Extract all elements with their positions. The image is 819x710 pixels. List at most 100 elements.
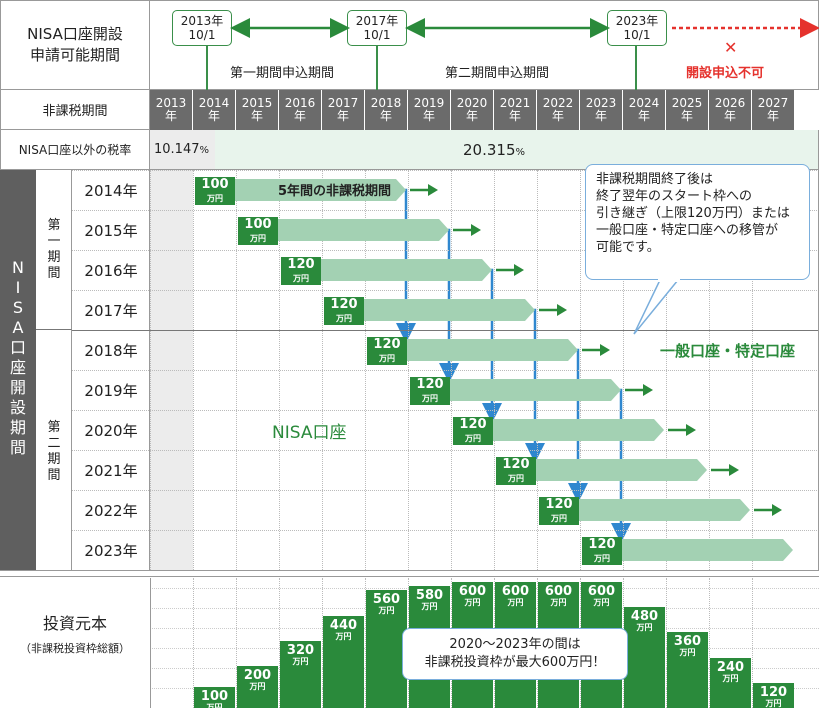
year-header-2019年: 2019 年 xyxy=(408,90,451,130)
amount-unit: 万円 xyxy=(594,554,610,563)
amount-unit: 万円 xyxy=(551,514,567,523)
invest-bar-unit: 万円 xyxy=(507,598,524,607)
investment-label: 投資元本 （非課税投資枠総額） xyxy=(0,610,150,656)
invest-grid-vline xyxy=(279,578,280,708)
grid-hline xyxy=(72,170,819,171)
grid-hline xyxy=(72,290,819,291)
tax-rate-2-value: 20.315 xyxy=(463,141,516,159)
grid-hline xyxy=(72,410,819,411)
marker-line-2013 xyxy=(206,46,208,90)
not-allowed-x-icon: ✕ xyxy=(724,38,738,57)
tax-exempt-ribbon xyxy=(407,339,578,361)
invest-bar-value: 240 xyxy=(716,659,745,675)
transfer-green-arrow xyxy=(582,344,610,356)
year-header-2015年: 2015 年 xyxy=(236,90,279,130)
invest-bar-unit: 万円 xyxy=(421,602,438,612)
amount-unit: 万円 xyxy=(207,194,223,203)
grid-hline xyxy=(72,210,819,211)
tax-exempt-ribbon xyxy=(321,259,492,281)
year-header-2026年: 2026 年 xyxy=(709,90,752,130)
transfer-green-arrow xyxy=(625,384,653,396)
invest-left-border xyxy=(150,578,151,708)
invest-grid-vline xyxy=(193,578,194,708)
invest-grid-vline xyxy=(322,578,323,708)
amount-unit: 万円 xyxy=(508,474,524,483)
row-year-2014年: 2014年 xyxy=(84,181,138,200)
row-year-2022年: 2022年 xyxy=(84,501,138,520)
invest-bar-value: 580 xyxy=(415,588,444,604)
invest-bar-unit: 万円 xyxy=(765,698,782,708)
side-first-text: 第一期間 xyxy=(47,218,61,281)
tax-exempt-ribbon xyxy=(579,499,750,521)
invest-bar-unit: 万円 xyxy=(464,598,481,607)
second-period-label: 第二期間申込期間 xyxy=(445,66,550,81)
five-year-label: 5年間の非課税期間 xyxy=(278,184,392,199)
transfer-green-arrow xyxy=(410,184,438,196)
investment-note: 2020〜2023年の間は 非課税投資枠が最大600万円！ xyxy=(402,628,628,680)
tax-rate-1-unit: % xyxy=(199,145,210,156)
investment-title: 投資元本 xyxy=(42,614,107,633)
grid-bottom-border xyxy=(0,570,819,571)
tax-rate-2-unit: % xyxy=(515,147,526,158)
invest-bar-value: 360 xyxy=(673,634,702,650)
invest-bar-unit: 万円 xyxy=(249,682,266,691)
invest-bar-unit: 万円 xyxy=(550,598,567,607)
tax-exempt-label: 非課税期間 xyxy=(0,90,150,130)
invest-bar-value: 100 xyxy=(200,689,229,704)
invest-bar-value: 560 xyxy=(372,592,401,608)
amount-unit: 万円 xyxy=(379,354,395,363)
year-header-2022年: 2022 年 xyxy=(537,90,580,130)
tax-exempt-ribbon xyxy=(278,219,449,241)
invest-bar-value: 200 xyxy=(243,668,272,683)
invest-grid-vline xyxy=(752,578,753,708)
tax-rate-2: 20.315% xyxy=(463,141,525,159)
tax-rate-1: 10.147% xyxy=(154,142,209,157)
tax-rate-1-value: 10.147 xyxy=(154,142,200,157)
invest-bar-unit: 万円 xyxy=(292,656,309,666)
year-header-2017年: 2017 年 xyxy=(322,90,365,130)
not-allowed-label: 開設申込不可 xyxy=(686,66,765,81)
second-period-side-label: 第二期間 xyxy=(36,420,72,484)
general-account-label: 一般口座・特定口座 xyxy=(660,342,796,360)
grid-hline xyxy=(72,370,819,371)
invest-bar-unit: 万円 xyxy=(378,606,395,616)
invest-bar-value: 600 xyxy=(587,584,616,599)
marker-2017: 2017年 10/1 xyxy=(347,10,407,46)
second-period-side xyxy=(36,330,72,570)
transfer-green-arrow xyxy=(711,464,739,476)
side-second-text: 第二期間 xyxy=(47,420,61,483)
row-year-2016年: 2016年 xyxy=(84,261,138,280)
transfer-green-arrow xyxy=(754,504,782,516)
transfer-green-arrow xyxy=(496,264,524,276)
invest-bar-value: 120 xyxy=(759,684,788,700)
invest-bar-unit: 万円 xyxy=(722,673,739,683)
amount-value: 120 xyxy=(459,417,487,432)
year-header-2016年: 2016 年 xyxy=(279,90,322,130)
marker-line-2023 xyxy=(635,46,637,90)
amount-value: 120 xyxy=(502,457,530,472)
invest-grid-vline xyxy=(236,578,237,708)
year-header-2013年: 2013 年 xyxy=(150,90,193,130)
amount-value: 100 xyxy=(201,177,229,192)
year-header-2014年: 2014 年 xyxy=(193,90,236,130)
header-arrows xyxy=(230,18,819,38)
invest-grid-vline xyxy=(709,578,710,708)
investment-section xyxy=(0,576,819,710)
year-header-2020年: 2020 年 xyxy=(451,90,494,130)
first-period-side-label: 第一期間 xyxy=(36,218,72,282)
grid-hline xyxy=(72,250,819,251)
transfer-green-arrow xyxy=(539,304,567,316)
first-period-label: 第一期間申込期間 xyxy=(230,66,335,81)
